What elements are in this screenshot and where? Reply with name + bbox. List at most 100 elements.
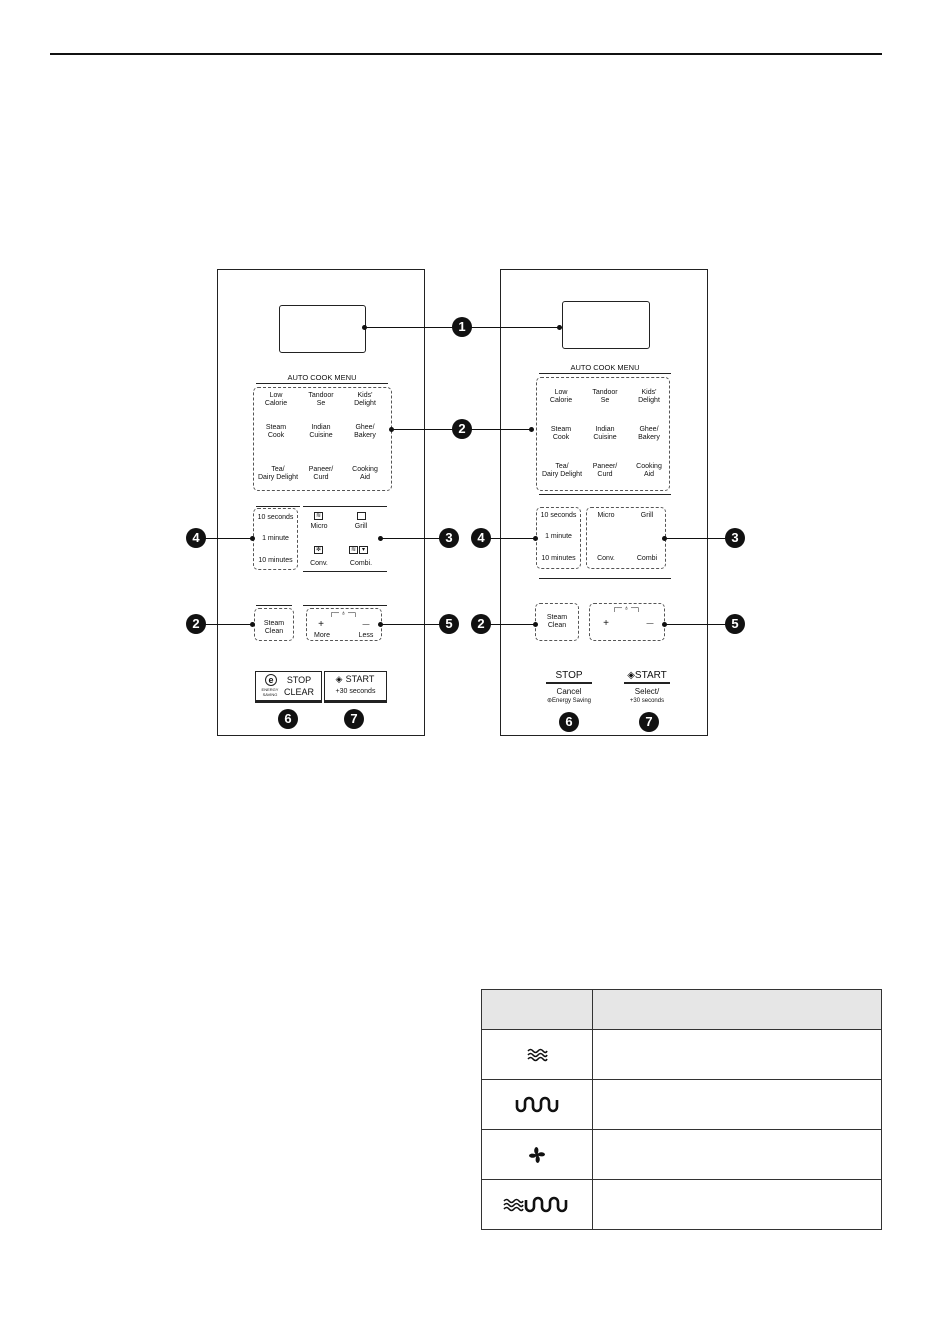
menu-item-ghee-bakery[interactable]: Ghee/Bakery	[354, 424, 376, 439]
auto-cook-menu-group	[253, 387, 392, 491]
callout-1: 1	[452, 317, 472, 337]
combi-button[interactable]: Combi	[636, 555, 658, 562]
leader-dot	[533, 536, 538, 541]
convection-fan-icon	[529, 1146, 545, 1163]
menu-item-tea-dairy-delight[interactable]: Tea/Dairy Delight	[541, 463, 583, 478]
callout-5: 5	[725, 614, 745, 634]
steam-top-rule	[256, 605, 292, 606]
plus-button[interactable]: +	[603, 618, 609, 629]
start-icon: ◈	[627, 670, 635, 681]
menu-item-kids-delight[interactable]: Kids'Delight	[354, 392, 376, 407]
header-rule	[50, 53, 882, 55]
table-header-row	[481, 989, 882, 1030]
ten-seconds-button[interactable]: 10 seconds	[540, 512, 577, 519]
display-window	[562, 301, 650, 349]
callout-3: 3	[725, 528, 745, 548]
auto-cook-menu-title: AUTO COOK MENU	[570, 363, 640, 372]
start-button[interactable]	[324, 671, 387, 703]
combi-mode-icon: ≋	[349, 546, 358, 554]
callout-5: 5	[439, 614, 459, 634]
menu-item-ghee-bakery[interactable]: Ghee/Bakery	[638, 426, 660, 441]
leader-dot	[662, 622, 667, 627]
cooking-mode-icon-table	[481, 989, 882, 1230]
time-top-rule	[256, 506, 300, 507]
micro-button[interactable]: Micro	[310, 523, 328, 530]
less-label: Less	[358, 632, 374, 639]
leader-dot	[362, 325, 367, 330]
microwave-waves-icon	[527, 1048, 548, 1061]
leader-dot	[378, 536, 383, 541]
leader-time-a	[196, 538, 252, 539]
grill-button[interactable]: Grill	[640, 512, 654, 519]
leader-dot	[533, 622, 538, 627]
start-icon: ◈	[335, 674, 343, 684]
ten-minutes-button[interactable]: 10 minutes	[258, 557, 293, 564]
menu-item-tea-dairy-delight[interactable]: Tea/Dairy Delight	[257, 466, 299, 481]
adjust-type-icon: ┌─ ♁ ─┐	[329, 610, 358, 617]
start-button[interactable]: ◈START Select/ +30 seconds	[624, 670, 670, 705]
callout-4: 4	[471, 528, 491, 548]
table-row	[481, 1129, 882, 1180]
leader-dot	[529, 427, 534, 432]
menu-item-paneer-curd[interactable]: Paneer/Curd	[592, 463, 618, 478]
leader-dot	[662, 536, 667, 541]
table-header-description	[592, 989, 882, 1030]
stop-button[interactable]: STOP Cancel	[546, 670, 592, 697]
leader-time-b	[480, 538, 535, 539]
callout-7: 7	[639, 712, 659, 732]
table-row-description	[592, 1079, 882, 1130]
display-window	[279, 305, 366, 353]
one-minute-button[interactable]: 1 minute	[545, 533, 572, 540]
combi-button[interactable]: Combi.	[349, 560, 373, 567]
leader-dot	[250, 536, 255, 541]
plus-button[interactable]: +	[318, 619, 324, 630]
leader-dot	[250, 622, 255, 627]
adjust-type-icon: ┌─ ♁ ─┐	[612, 605, 641, 612]
table-row	[481, 1179, 882, 1230]
ten-seconds-button[interactable]: 10 seconds	[257, 514, 294, 521]
callout-4: 4	[186, 528, 206, 548]
combi-grill-icon: ▾	[359, 546, 368, 554]
leader-adjust-b	[664, 624, 726, 625]
ten-minutes-button[interactable]: 10 minutes	[541, 555, 576, 562]
leader-steam-a	[196, 624, 252, 625]
leader-dot	[378, 622, 383, 627]
leader-adjust-a	[380, 624, 440, 625]
micro-button[interactable]: Micro	[597, 512, 615, 519]
minus-button[interactable]: —	[646, 620, 654, 627]
callout-7: 7	[344, 709, 364, 729]
one-minute-button[interactable]: 1 minute	[262, 535, 289, 542]
conv-button[interactable]: Conv.	[597, 555, 615, 562]
table-row-description	[592, 1129, 882, 1180]
minus-button[interactable]: —	[362, 621, 370, 628]
start-sub-label: +30 seconds	[335, 688, 376, 695]
table-header-icon	[481, 989, 593, 1030]
callout-3: 3	[439, 528, 459, 548]
menu-top-rule	[256, 383, 388, 384]
energy-saving-label: ⊛Energy Saving	[546, 698, 592, 704]
table-row	[481, 1029, 882, 1080]
microwave-mode-icon: ≋	[314, 512, 323, 520]
conv-button[interactable]: Conv.	[310, 560, 328, 567]
menu-item-paneer-curd[interactable]: Paneer/Curd	[308, 466, 334, 481]
more-label: More	[314, 632, 330, 639]
menu-bottom-rule	[539, 494, 671, 495]
stop-clear-button[interactable]	[255, 671, 322, 703]
leader-steam-b	[480, 624, 535, 625]
grill-button[interactable]: Grill	[354, 523, 368, 530]
callout-2: 2	[186, 614, 206, 634]
menu-item-kids-delight[interactable]: Kids'Delight	[638, 389, 660, 404]
